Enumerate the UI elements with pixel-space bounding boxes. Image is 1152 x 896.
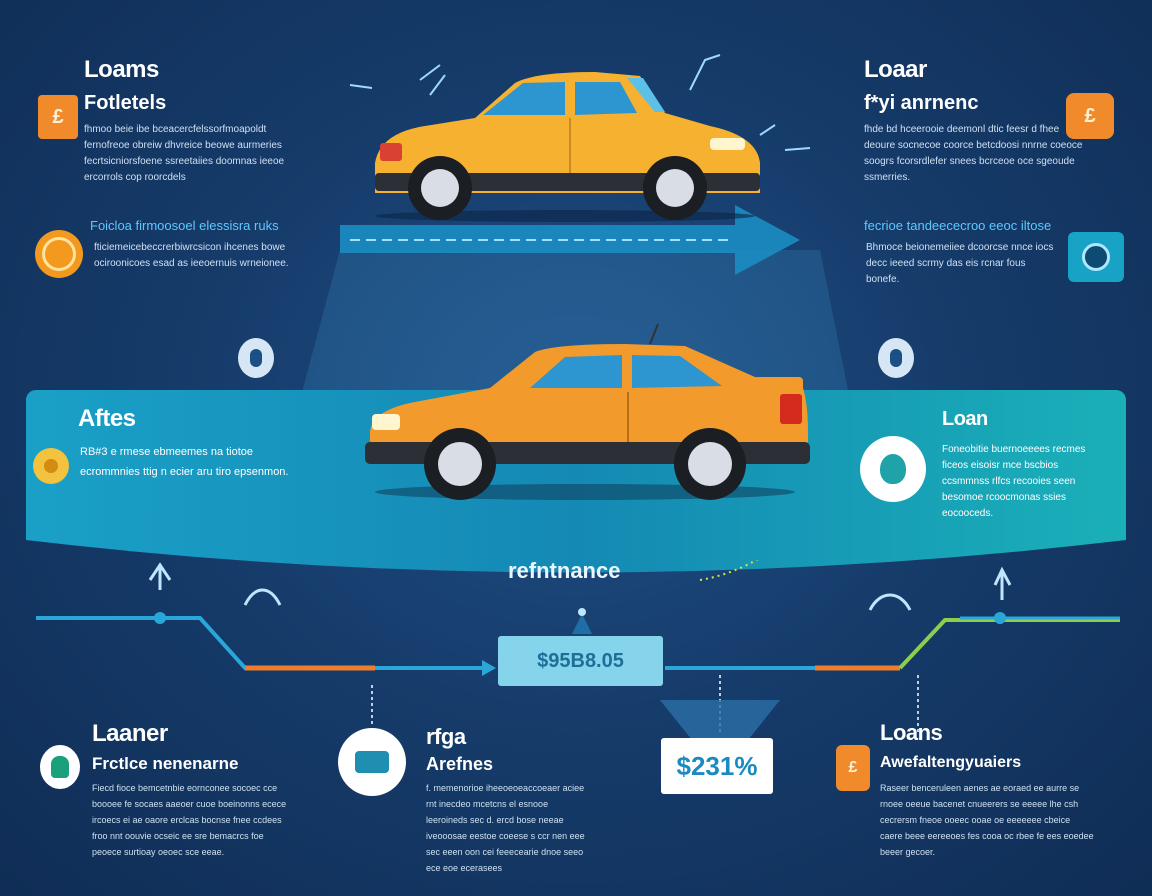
top-left-cyan-text: fticiemeicebeccrerbiwrcsicon ihcenes bow… xyxy=(94,242,289,269)
receipt-icon: £ xyxy=(836,745,870,791)
bottom-right-subtitle: Awefaltengyuaiers xyxy=(880,754,1022,771)
top-left-text: fhmoo beie ibe bceacercfelssorfmoapoldt … xyxy=(84,124,285,183)
person-icon xyxy=(40,745,80,789)
document-icon: £ xyxy=(38,95,78,139)
bottom-center-subtitle: Arefnes xyxy=(426,754,494,774)
bottom-center-title: rfga xyxy=(426,724,466,749)
cash-icon xyxy=(338,728,406,796)
bottom-center-text: f. memenorioe iheeoeoeaccoeaer aciee rnt… xyxy=(426,783,585,873)
bottom-left-title: Laaner xyxy=(92,720,168,747)
coin-icon xyxy=(35,230,83,278)
middle-left-title: Aftes xyxy=(78,405,136,432)
middle-left-text: RB#3 e rmese ebmeemes na tiotoe ecrommni… xyxy=(80,446,289,478)
bottom-left-subtitle: Frctlce nenenarne xyxy=(92,754,239,773)
price-pointer-icon xyxy=(572,604,592,634)
pin-icon-left xyxy=(238,338,274,378)
timeline xyxy=(36,560,1120,760)
money-bag-icon xyxy=(860,436,926,502)
refinance-label: refntnance xyxy=(508,558,621,583)
top-right-cyan-title: fecrioe tandeececroo eeoc iltose xyxy=(864,218,1052,233)
top-car-illustration xyxy=(375,72,760,222)
bottom-right-title: Loans xyxy=(880,720,943,745)
price-box-secondary: $231% xyxy=(661,738,773,794)
top-right-subtitle: f*yi anrnenc xyxy=(864,92,979,114)
top-left-cyan-title: Foicloa firmoosoel elessisra ruks xyxy=(90,218,279,233)
price-box-main: $95B8.05 xyxy=(498,636,663,686)
middle-car-illustration xyxy=(365,323,810,500)
top-left-subtitle: Fotletels xyxy=(84,92,167,114)
coin-icon-small xyxy=(33,448,69,484)
document-icon-right: £ xyxy=(1066,93,1114,139)
bottom-left-text: Fiecd fioce bemcetnbie eornconee socoec … xyxy=(92,783,287,857)
middle-right-title: Loan xyxy=(942,408,988,430)
top-right-text: fhde bd hceerooie deemonl dtic feesr d f… xyxy=(864,124,1083,183)
pin-icon-right xyxy=(878,338,914,378)
top-left-title: Loams xyxy=(84,56,159,83)
top-right-cyan-text: Bhmoce beionemeiiee dcoorcse nnce iocs d… xyxy=(866,242,1054,285)
top-right-title: Loaar xyxy=(864,56,927,83)
middle-right-text: Foneobitie buernoeeees recmes ficeos eis… xyxy=(942,444,1086,519)
bottom-right-text: Raseer benceruleen aenes ae eoraed ee au… xyxy=(880,783,1094,857)
camera-icon xyxy=(1068,232,1124,282)
